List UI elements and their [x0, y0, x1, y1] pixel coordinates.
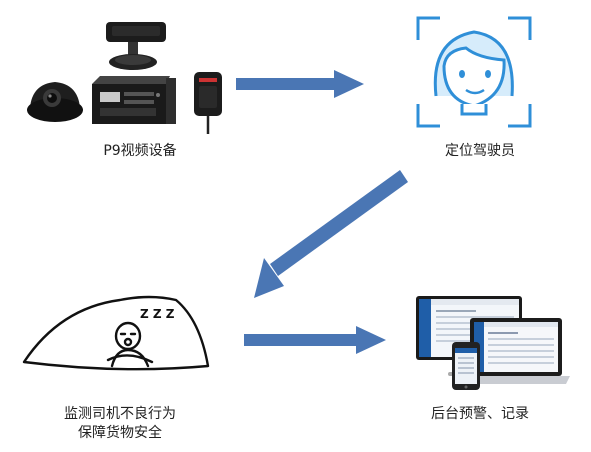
dome-camera-icon	[27, 82, 83, 122]
phone-icon	[452, 342, 480, 390]
p9-device-group	[27, 22, 222, 134]
arrow-driver-to-monitor	[254, 170, 408, 298]
laptop-icon	[462, 318, 570, 384]
monitor-label-line1: 监测司机不良行为	[64, 406, 176, 422]
dvr-recorder-icon	[92, 76, 176, 124]
arrow-monitor-to-backend	[244, 326, 386, 354]
face-recognition-icon	[416, 16, 532, 128]
driver-label: 定位驾驶员	[445, 143, 515, 159]
card-reader-icon	[194, 72, 222, 134]
top-camera-icon	[106, 22, 166, 70]
backend-devices-icon	[416, 296, 570, 390]
device-label: P9视频设备	[103, 143, 177, 159]
monitor-label: 监测司机不良行为 保障货物安全	[20, 405, 220, 443]
backend-label: 后台预警、记录	[431, 406, 529, 422]
arrow-device-to-driver	[236, 70, 364, 98]
zzz-sleep-icon: Z Z Z	[140, 307, 175, 321]
monitor-label-line2: 保障货物安全	[78, 425, 162, 441]
sleepy-driver-icon	[22, 295, 210, 371]
